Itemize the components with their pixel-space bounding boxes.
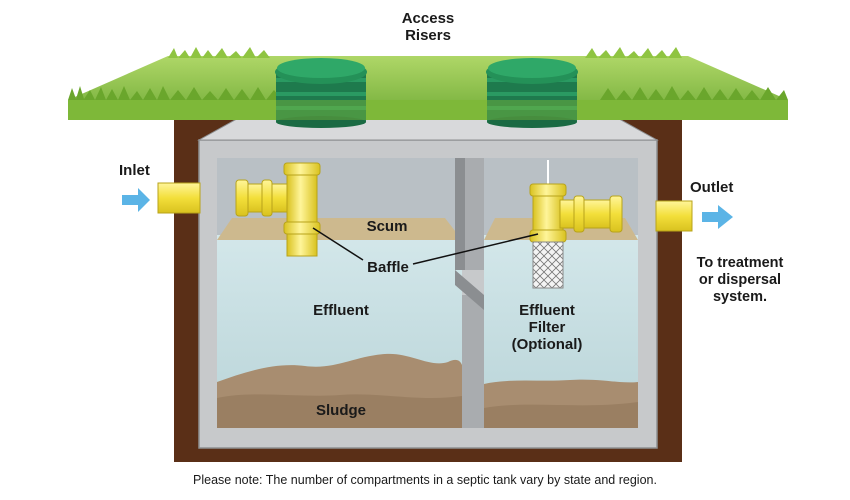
outlet-label: Outlet bbox=[690, 179, 733, 196]
inlet-arrow-icon bbox=[122, 188, 150, 212]
effluent-filter-label-line1: Effluent bbox=[519, 302, 575, 319]
access-risers-label-line2: Risers bbox=[405, 27, 451, 44]
inlet-pipe bbox=[157, 179, 291, 217]
grass-ground bbox=[68, 47, 788, 120]
outlet-pipe bbox=[655, 200, 693, 232]
scum-label: Scum bbox=[367, 218, 408, 235]
effluent-filter-label-line3: (Optional) bbox=[512, 336, 583, 353]
middle-wall bbox=[455, 158, 484, 428]
baffle-leader-left bbox=[312, 227, 364, 261]
effluent-label: Effluent bbox=[313, 302, 369, 319]
effluent-filter-mesh bbox=[532, 241, 564, 289]
access-riser-left bbox=[275, 58, 367, 128]
to-treatment-label-line1: To treatment bbox=[697, 255, 784, 271]
inlet-label: Inlet bbox=[119, 162, 150, 179]
access-riser-right bbox=[486, 58, 578, 128]
outlet-baffle bbox=[529, 160, 623, 243]
outlet-arrow-icon bbox=[702, 205, 733, 229]
scum-layer bbox=[217, 218, 462, 240]
footnote: Please note: The number of compartments … bbox=[193, 473, 657, 487]
access-risers-label-line1: Access bbox=[402, 10, 455, 27]
effluent-filter-label-line2: Filter bbox=[529, 319, 566, 336]
baffle-label: Baffle bbox=[367, 259, 409, 276]
to-treatment-label-line2: or dispersal bbox=[699, 272, 781, 288]
to-treatment-label-line3: system. bbox=[713, 289, 767, 305]
inlet-baffle bbox=[283, 162, 321, 257]
sludge-label: Sludge bbox=[316, 402, 366, 419]
baffle-leader-right bbox=[412, 233, 539, 265]
